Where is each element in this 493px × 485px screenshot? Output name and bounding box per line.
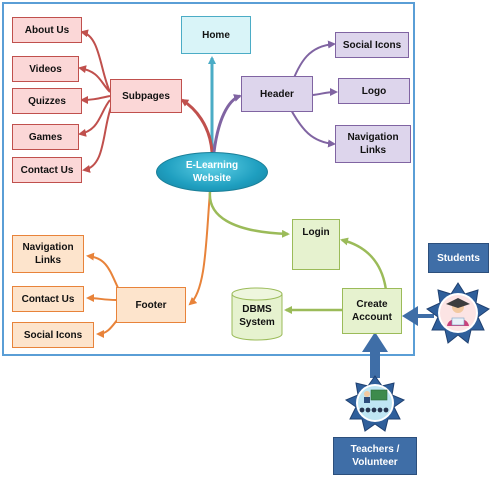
header-navigation-links: Navigation Links — [335, 125, 411, 163]
subpage-videos: Videos — [12, 56, 79, 82]
link-hub-subpages — [180, 98, 214, 153]
login-node: Login — [292, 219, 340, 270]
footer-node: Footer — [116, 287, 186, 323]
home-node: Home — [181, 16, 251, 54]
subpage-about-us: About Us — [12, 17, 82, 43]
teachers-icon — [344, 375, 406, 432]
link-hub-footer — [188, 191, 211, 306]
link-subpages-games — [78, 99, 111, 137]
dbms-cylinder — [231, 287, 283, 341]
link-header-nav — [289, 107, 336, 148]
link-hub-login — [208, 191, 290, 238]
arrow-teachers-to-create — [362, 332, 388, 378]
link-subpages-contact — [82, 103, 113, 173]
subpages-node: Subpages — [110, 79, 182, 113]
link-hub-header — [212, 94, 242, 153]
student-icon — [426, 282, 490, 344]
subpage-games: Games — [12, 124, 79, 150]
footer-navigation-links: Navigation Links — [12, 235, 84, 273]
link-subpages-quizzes — [80, 95, 111, 104]
link-footer-contact — [86, 294, 117, 303]
dbms-label: DBMS System — [239, 304, 275, 328]
header-social-icons: Social Icons — [335, 32, 409, 58]
link-header-logo — [312, 88, 338, 97]
arrow-students-to-create — [402, 306, 434, 326]
subpage-quizzes: Quizzes — [12, 88, 82, 114]
link-subpages-about — [80, 29, 111, 93]
link-create-login — [340, 237, 388, 291]
teachers-volunteer-node: Teachers / Volunteer — [333, 437, 417, 475]
header-logo: Logo — [338, 78, 410, 104]
hub-node: E-Learning Website — [156, 152, 268, 192]
header-node: Header — [241, 76, 313, 112]
students-node: Students — [428, 243, 489, 273]
link-subpages-videos — [78, 65, 111, 93]
subpage-contact-us: Contact Us — [12, 157, 82, 183]
footer-social-icons: Social Icons — [12, 322, 94, 348]
footer-contact-us: Contact Us — [12, 286, 84, 312]
create-account-node: Create Account — [342, 288, 402, 334]
diagram-frame — [2, 2, 415, 356]
